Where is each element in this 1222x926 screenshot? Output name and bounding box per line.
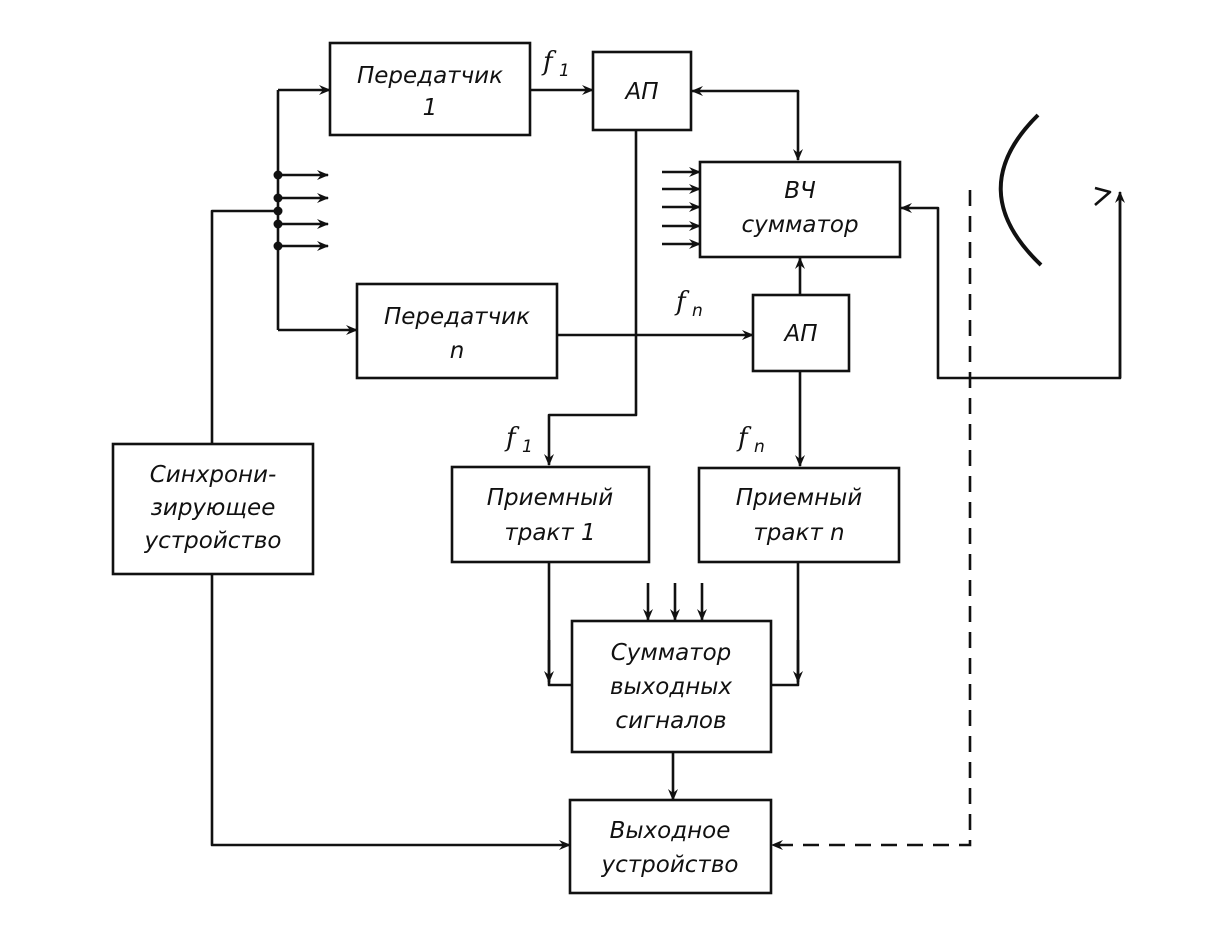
block-label: устройство xyxy=(144,528,282,554)
junction-dot xyxy=(273,170,283,180)
block-label: Сумматор xyxy=(611,640,732,666)
wire-sync-to-output xyxy=(210,575,571,850)
wire-hf-to-ap1 xyxy=(691,86,800,96)
freq-label-base: f xyxy=(736,423,752,453)
block-label: 1 xyxy=(423,95,438,121)
block-label: АП xyxy=(623,79,658,105)
block-label: тракт 1 xyxy=(504,520,595,546)
freq-label-sub: n xyxy=(754,437,765,457)
block-label: Приемный xyxy=(736,485,863,511)
junction-dot xyxy=(273,206,283,216)
freq-label-sub: 1 xyxy=(522,437,533,457)
block-label: Синхрони- xyxy=(150,462,277,488)
connections xyxy=(210,85,1125,850)
block-label: тракт n xyxy=(753,520,844,546)
block-hf-combiner: ВЧ сумматор xyxy=(698,160,902,259)
block-label: выходных xyxy=(610,674,732,700)
wire-rx1-to-outcomb xyxy=(547,562,572,687)
block-rxn: Приемный тракт n xyxy=(697,466,901,564)
freq-label-f1-rx: f 1 xyxy=(504,423,533,457)
block-label: устройство xyxy=(601,852,739,878)
junction-dot xyxy=(273,219,283,229)
freq-label-base: f xyxy=(541,47,557,77)
freq-label-sub: n xyxy=(692,301,703,321)
wire-ap1-to-rx1 xyxy=(544,130,638,466)
block-label: n xyxy=(450,338,465,364)
block-output-device: Выходное устройство xyxy=(568,798,773,895)
block-label: ВЧ xyxy=(784,178,816,204)
freq-label-base: f xyxy=(504,423,520,453)
block-ap1: АП xyxy=(591,50,693,132)
freq-label-f1-tx: f 1 xyxy=(541,47,570,81)
block-label: АП xyxy=(782,321,817,347)
junction-dot xyxy=(273,241,283,251)
antenna-dish-icon xyxy=(998,113,1043,267)
freq-label-fn-tx: f n xyxy=(674,287,703,321)
freq-label-sub: 1 xyxy=(559,61,570,81)
wire-antenna-to-output-dashed xyxy=(771,190,972,850)
block-sync: Синхрони- зирующее устройство xyxy=(111,442,315,576)
block-tx1: Передатчик 1 xyxy=(328,41,532,137)
wire-rxn-to-outcomb xyxy=(770,562,800,687)
block-label: Передатчик xyxy=(384,304,530,330)
block-apn: АП xyxy=(751,293,851,373)
block-output-combiner: Сумматор выходных сигналов xyxy=(570,619,773,754)
freq-label-base: f xyxy=(674,287,690,317)
block-txn: Передатчик n xyxy=(355,282,559,380)
block-label: Передатчик xyxy=(357,63,503,89)
block-label: Выходное xyxy=(610,818,731,844)
wire-sync-to-bus xyxy=(210,209,278,445)
antenna-feed-horn xyxy=(1094,186,1112,206)
block-label: сумматор xyxy=(741,212,858,238)
block-rx1: Приемный тракт 1 xyxy=(450,465,651,564)
freq-label-fn-rx: f n xyxy=(736,423,765,457)
block-label: Приемный xyxy=(487,485,614,511)
block-label: зирующее xyxy=(151,495,276,521)
junction-dot xyxy=(273,193,283,203)
block-label: сигналов xyxy=(615,708,726,734)
